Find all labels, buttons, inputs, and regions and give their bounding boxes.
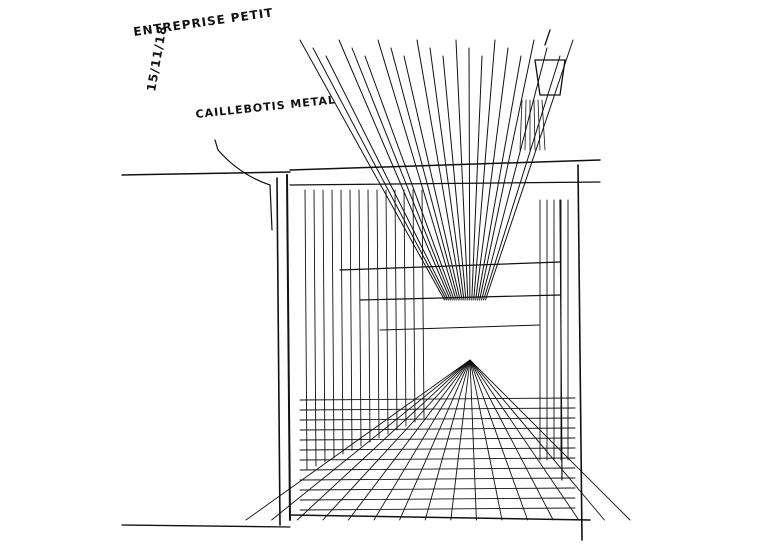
annotation-material: CAILLEBOTIS METAL (195, 93, 337, 121)
sketch-lines (121, 29, 631, 541)
annotation-leader-line (214, 139, 273, 231)
